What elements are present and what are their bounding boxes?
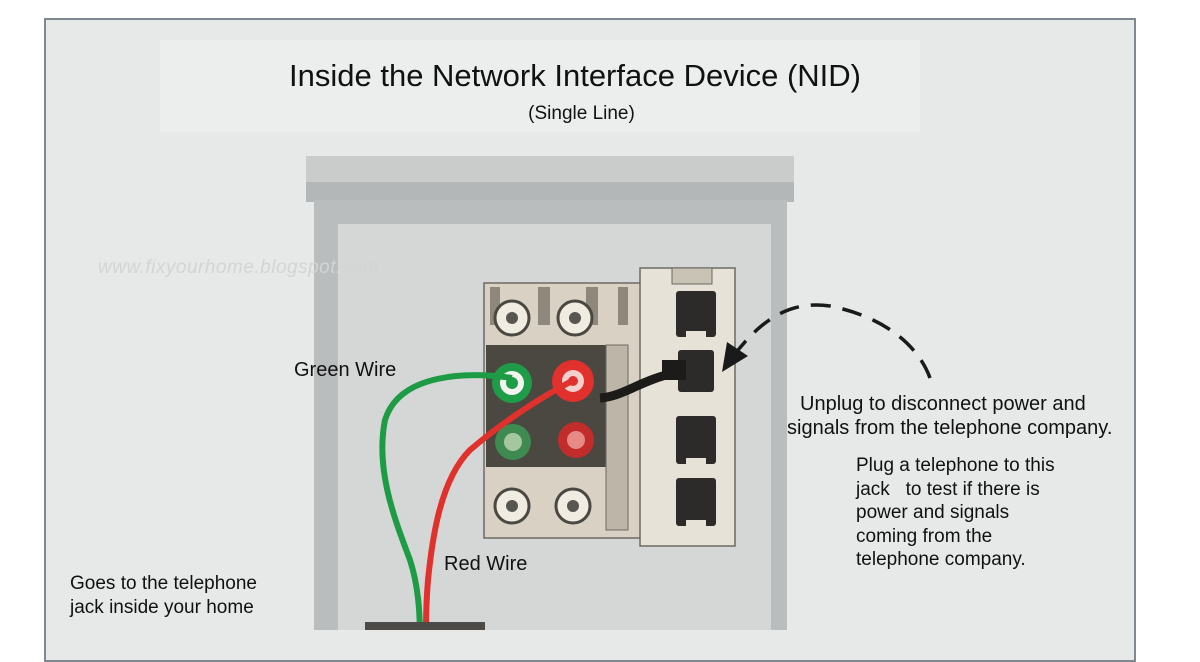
cable-bottom [365, 622, 485, 630]
diagram-title: Inside the Network Interface Device (NID… [289, 58, 861, 93]
nid-lid-edge [306, 182, 794, 202]
red-terminal-lower [558, 422, 594, 458]
test-jack-top [676, 291, 716, 341]
plug-note-line3: power and signals [856, 502, 1010, 523]
test-jack-bottom [676, 478, 716, 530]
green-wire [379, 372, 513, 630]
unplug-note-line2: signals from the telephone company. [787, 417, 1113, 439]
watermark-text: www.fixyourhome.blogspot.com [98, 257, 380, 278]
plug-note-line1: Plug a telephone to this [856, 455, 1055, 476]
terminal-posts-bottom [493, 487, 592, 525]
red-terminal-upper [552, 360, 594, 402]
arrow-head-icon [722, 342, 748, 372]
plug-connector [662, 360, 686, 380]
goes-note-line2: jack inside your home [70, 597, 254, 618]
green-wire-label: Green Wire [294, 359, 397, 381]
plug-note-line2: jack to test if there is [856, 479, 1040, 500]
green-terminal-upper [492, 363, 532, 403]
plug-note-line5: telephone company. [856, 549, 1026, 570]
red-wire-label: Red Wire [444, 553, 528, 575]
green-terminal-lower [495, 424, 531, 460]
red-wire [423, 378, 574, 630]
test-jack-lower [676, 416, 716, 468]
goes-note-line1: Goes to the telephone [70, 573, 257, 594]
diagram-subtitle: (Single Line) [528, 103, 635, 124]
unplug-arrow [730, 303, 932, 379]
unplug-note-line1: Unplug to disconnect power and [800, 393, 1086, 415]
terminal-divider [605, 344, 629, 531]
terminal-posts-top [493, 299, 594, 337]
jack-top-tab [671, 267, 713, 285]
nid-illustration [306, 156, 932, 630]
test-jack-middle [678, 350, 714, 392]
plug-note-line4: coming from the [856, 526, 993, 547]
title-band [160, 40, 920, 132]
